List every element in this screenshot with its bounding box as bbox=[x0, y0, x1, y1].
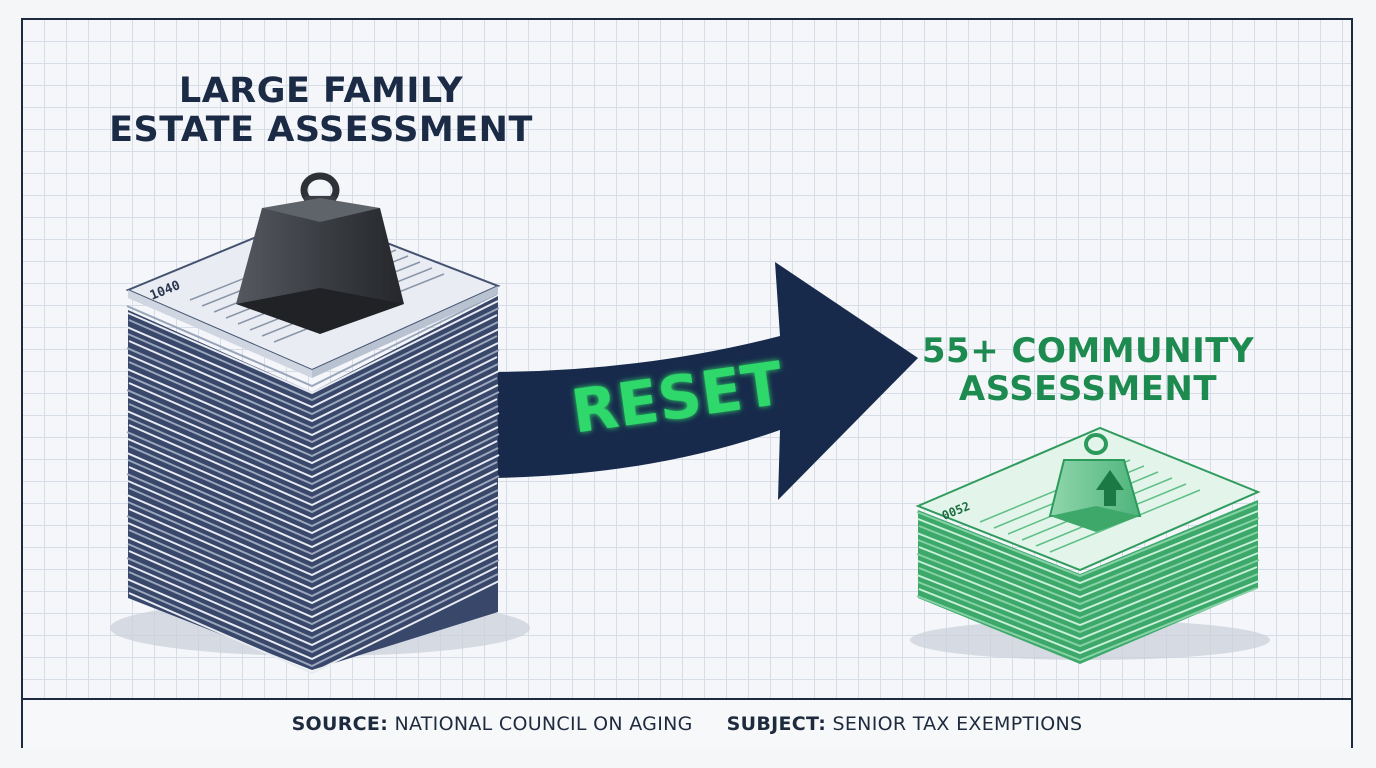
tax-forms-stack: 1040 bbox=[125, 212, 501, 675]
weight-icon bbox=[236, 172, 404, 334]
source-credit: SOURCE: NATIONAL COUNCIL ON AGING bbox=[292, 713, 693, 735]
subject-value: SENIOR TAX EXEMPTIONS bbox=[832, 713, 1083, 735]
left-title: LARGE FAMILY ESTATE ASSESSMENT bbox=[96, 71, 546, 151]
footer-bar: SOURCE: NATIONAL COUNCIL ON AGING SUBJEC… bbox=[23, 698, 1351, 748]
arrow-up-icon bbox=[1096, 470, 1124, 506]
left-title-line1: LARGE FAMILY bbox=[178, 71, 464, 111]
left-title-line2: ESTATE ASSESSMENT bbox=[109, 110, 533, 151]
right-title: 55+ COMMUNITY ASSESSMENT bbox=[908, 332, 1268, 408]
stack-page-edges bbox=[126, 293, 500, 675]
reset-arrow bbox=[490, 262, 918, 500]
subject-key: SUBJECT: bbox=[726, 713, 827, 735]
right-title-line2: ASSESSMENT bbox=[958, 369, 1218, 410]
source-value: NATIONAL COUNCIL ON AGING bbox=[394, 713, 693, 735]
green-page-edges bbox=[916, 503, 1260, 662]
subject-credit: SUBJECT: SENIOR TAX EXEMPTIONS bbox=[727, 713, 1083, 735]
small-weight-icon bbox=[1048, 433, 1142, 532]
source-key: SOURCE: bbox=[291, 713, 389, 735]
right-title-line1: 55+ COMMUNITY bbox=[921, 331, 1255, 371]
